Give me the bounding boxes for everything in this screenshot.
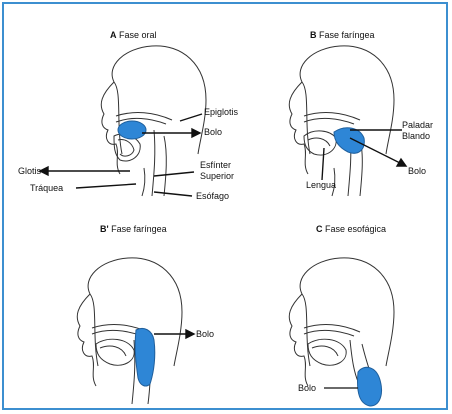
figure-frame: A Fase oral <box>2 2 448 410</box>
arrows-c <box>4 4 450 412</box>
label-bolo-c: Bolo <box>298 383 316 393</box>
